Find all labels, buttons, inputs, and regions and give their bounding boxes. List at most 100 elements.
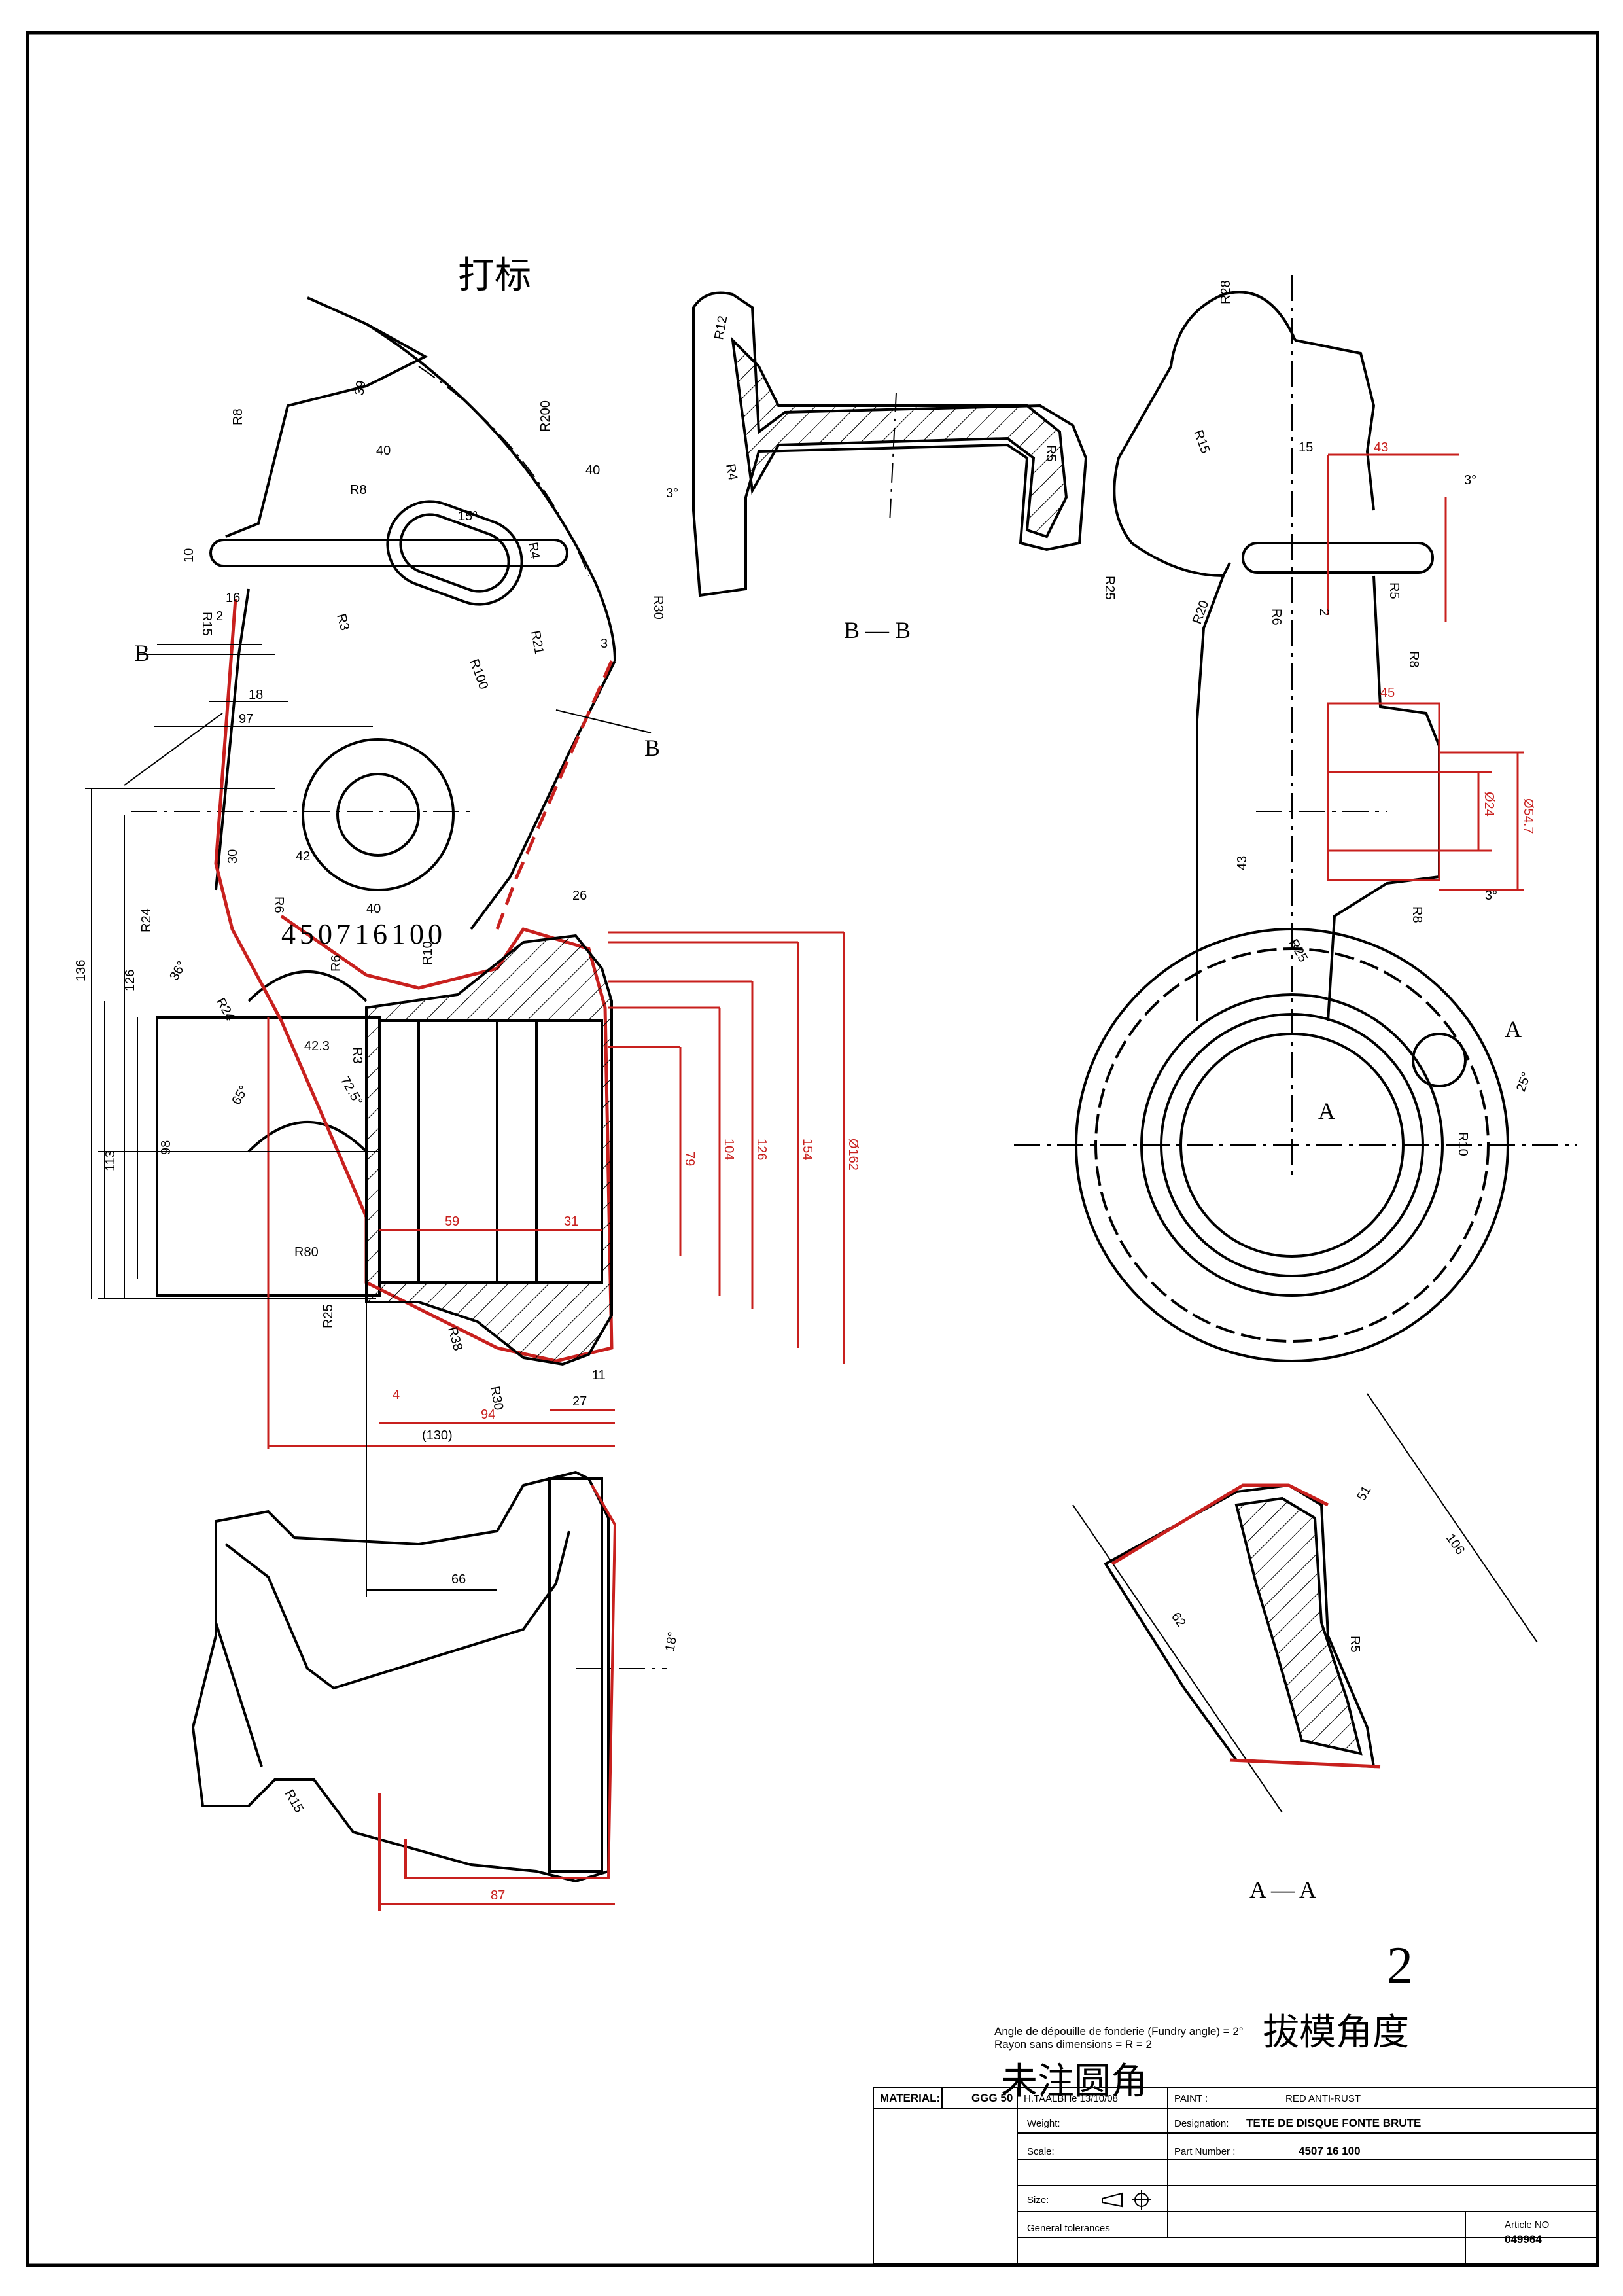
dim-r21: R21: [528, 629, 546, 656]
dim-2-side: 2: [1317, 609, 1331, 616]
tb-weight-label: Weight:: [1027, 2118, 1060, 2129]
dim-r3-upper: R3: [334, 612, 352, 632]
side-view-red-dims: [1327, 453, 1524, 891]
bottom-view-red-outline: [378, 1484, 617, 1911]
foundry-angle-text: Angle de dépouille de fonderie (Fundry a…: [994, 2025, 1244, 2038]
dim-98: 98: [159, 1140, 173, 1155]
tb-part-number-label: Part Number :: [1174, 2146, 1235, 2157]
main-view-red-dims: [267, 931, 845, 1449]
dim-40-right: 40: [585, 463, 600, 478]
dim-66: 66: [451, 1572, 466, 1587]
dim-40-lower: 40: [366, 902, 381, 916]
dim-r8-side-top: R8: [1406, 651, 1421, 668]
dim-36deg: 36°: [167, 959, 189, 983]
dim-45: 45: [1380, 686, 1395, 700]
dim-65deg: 65°: [229, 1083, 251, 1107]
dim-18: 18: [249, 688, 263, 702]
tb-article-value: 049964: [1505, 2233, 1542, 2246]
dim-r15-bottom: R15: [282, 1788, 306, 1816]
dim-59: 59: [445, 1214, 459, 1229]
dim-r25-lower: R25: [321, 1304, 336, 1328]
default-radius-text: Rayon sans dimensions = R = 2: [994, 2038, 1152, 2051]
tb-article-label: Article NO: [1505, 2219, 1549, 2231]
bottom-view-dim-texts: 66 18° R15 87: [282, 1572, 681, 1903]
tb-material-label: MATERIAL:: [880, 2092, 940, 2104]
dim-d54-7: Ø54.7: [1521, 798, 1535, 834]
dim-3deg-bb: 3°: [666, 486, 678, 501]
dim-79: 79: [682, 1152, 697, 1166]
dim-25deg: 25°: [1514, 1070, 1534, 1094]
dim-43-top: 43: [1374, 440, 1388, 455]
draft-angle-note: 拔模角度: [1263, 2011, 1409, 2054]
tb-paint-label: PAINT :: [1174, 2093, 1208, 2104]
dim-r8-top: R8: [231, 408, 245, 425]
bottom-view: [191, 1296, 667, 1883]
dim-130: (130): [422, 1428, 453, 1443]
dim-r15-side: R15: [1191, 428, 1212, 455]
dim-87: 87: [491, 1888, 505, 1903]
dim-r8-side-bottom: R8: [1410, 906, 1424, 923]
dim-r10-lower: R10: [421, 941, 435, 965]
dim-3deg-bottom: 3°: [1485, 889, 1497, 903]
title-block: [873, 2087, 1597, 2265]
dim-4: 4: [393, 1388, 400, 1402]
tb-designation-value: TETE DE DISQUE FONTE BRUTE: [1246, 2117, 1421, 2129]
dim-42: 42: [296, 849, 310, 864]
part-engraving-text: 450716100: [281, 918, 446, 950]
dim-31: 31: [564, 1214, 578, 1229]
cut-a-top-label: A: [1505, 1016, 1522, 1042]
dim-18deg: 18°: [663, 1631, 680, 1653]
dim-r6-upper: R6: [271, 896, 286, 913]
projection-symbol-icon: [1102, 2190, 1151, 2210]
dim-154: 154: [800, 1139, 814, 1160]
dim-15deg: 15°: [458, 509, 478, 523]
dim-r24-upper: R24: [139, 908, 154, 932]
dim-r15-left: R15: [200, 612, 214, 636]
dim-r24-lower: R24: [213, 996, 237, 1024]
dim-30: 30: [226, 849, 240, 864]
cut-b-right-label: B: [644, 735, 660, 761]
dim-r3-lower: R3: [350, 1047, 364, 1064]
section-aa-label: A — A: [1249, 1877, 1316, 1903]
dim-40-upper: 40: [376, 444, 391, 458]
dim-d162: Ø162: [846, 1139, 860, 1171]
tb-material-value: GGG 50: [971, 2092, 1013, 2104]
dim-39: 39: [352, 380, 369, 397]
cut-a-bottom-label: A: [1318, 1098, 1335, 1124]
tb-designation-label: Designation:: [1174, 2118, 1229, 2129]
dim-r4-bb: R4: [723, 463, 740, 482]
dim-11: 11: [592, 1368, 606, 1383]
dim-r6-lower: R6: [329, 955, 343, 972]
dim-r5-aa: R5: [1348, 1636, 1362, 1653]
section-aa: [1072, 1393, 1538, 1813]
dim-r5-bb: R5: [1043, 445, 1058, 462]
dim-15-side: 15: [1299, 440, 1313, 455]
dim-51: 51: [1354, 1483, 1374, 1503]
dim-r4: R4: [525, 541, 542, 560]
dim-3deg-top: 3°: [1464, 473, 1476, 487]
dim-r6-side: R6: [1269, 609, 1283, 626]
dim-r28: R28: [1219, 280, 1233, 304]
dim-2-left: 2: [216, 609, 223, 624]
hub-section: [365, 934, 613, 1366]
drawing-frame: [26, 31, 1599, 2267]
dim-16: 16: [226, 591, 240, 605]
dim-43-side: 43: [1235, 856, 1249, 870]
sheet-index: 2: [1387, 1937, 1413, 1994]
unspecified-fillet-note: 未注圆角: [1001, 2060, 1147, 2103]
main-view-black-dims: [85, 644, 652, 1299]
tb-tolerances-label: General tolerances: [1027, 2223, 1110, 2234]
dim-r100: R100: [466, 657, 491, 691]
dim-r8-mid: R8: [350, 483, 367, 497]
dim-r25-hub: R25: [1286, 937, 1310, 965]
tb-size-label: Size:: [1027, 2195, 1049, 2206]
dim-27: 27: [572, 1394, 587, 1409]
dim-42-3: 42.3: [304, 1039, 330, 1053]
tb-part-number-value: 4507 16 100: [1299, 2145, 1361, 2157]
dim-104: 104: [722, 1139, 736, 1160]
dim-97: 97: [239, 712, 253, 726]
dim-d24: Ø24: [1482, 792, 1496, 817]
tb-paint-value: RED ANTI-RUST: [1285, 2093, 1361, 2104]
dim-136: 136: [74, 960, 88, 981]
